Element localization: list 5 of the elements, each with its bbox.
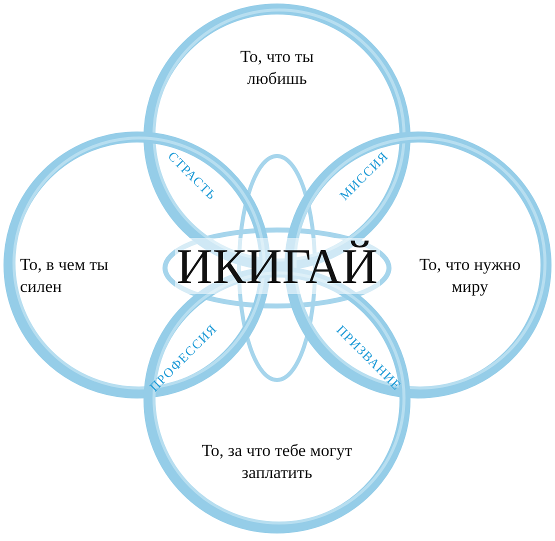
center-title: ИКИГАЙ: [174, 238, 380, 294]
region-label: То, за что тебе могут заплатить: [200, 440, 354, 484]
region-label: То, что нужно миру: [418, 254, 522, 298]
region-label: То, что ты любишь: [239, 46, 315, 90]
region-label: То, в чем ты силен: [20, 254, 110, 298]
